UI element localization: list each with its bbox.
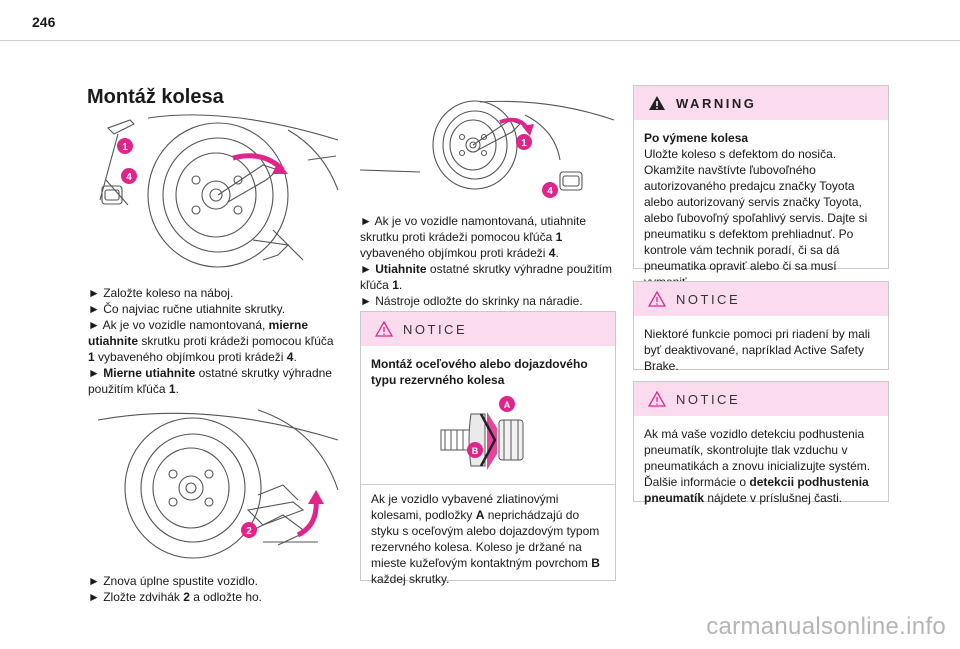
header-divider xyxy=(0,40,960,41)
notice-label: NOTICE xyxy=(676,391,741,407)
step-text: a odložte ho. xyxy=(189,590,263,604)
figure-tighten-bolts: 1 4 xyxy=(360,100,615,202)
step-text: ostatné skrutky výhradne použitím kľúča xyxy=(88,366,332,396)
notice-body: Montáž oceľového alebo dojazdového typu … xyxy=(361,346,615,587)
ref-number: 1 xyxy=(88,350,95,364)
callout-4: 4 xyxy=(126,172,132,183)
notice-text: Ak má vaše vozidlo detekciu podhustenia … xyxy=(644,426,876,506)
bullet: ► xyxy=(360,262,372,276)
page-title: Montáž kolesa xyxy=(87,86,224,108)
figure-jack-removal: 2 xyxy=(88,400,340,560)
emphasis: detekcii podhustenia pneumatík xyxy=(644,475,869,505)
warning-icon xyxy=(649,96,665,110)
notice-text-part: nájdete v príslušnej časti. xyxy=(704,491,843,505)
callout-4: 4 xyxy=(547,186,553,197)
notice-body: Niektoré funkcie pomoci pri riadení by m… xyxy=(634,316,888,374)
notice-text-part: neprichádzajú do styku s oceľovým alebo … xyxy=(371,508,600,570)
step-text: ostatné skrutky výhradne použitím kľúča xyxy=(360,262,612,292)
warning-text: Uložte koleso s defektom do nosiča. Okam… xyxy=(644,147,868,289)
notice-text-part: Ak má vaše vozidlo detekciu podhustenia … xyxy=(644,427,871,489)
ref-number: 4 xyxy=(286,350,294,364)
ref-number: 1 xyxy=(392,278,399,292)
caution-icon xyxy=(648,291,666,307)
notice-header: NOTICE xyxy=(634,282,888,316)
ref-number: 1 xyxy=(168,382,176,396)
step-text: vybaveného objímkou proti krádeži xyxy=(94,350,287,364)
notice-box-tyre-pressure: NOTICE Ak má vaše vozidlo detekciu podhu… xyxy=(633,381,889,505)
step-text: Nástroje odložte do skrinky na náradie. xyxy=(371,294,583,308)
bullet: ► xyxy=(88,302,100,316)
emphasis: mierne utiahnite xyxy=(88,318,309,348)
ref-letter: A xyxy=(475,508,485,522)
notice-label: NOTICE xyxy=(676,291,741,307)
warning-subtitle: Po výmene kolesa xyxy=(644,131,749,145)
ref-letter: B xyxy=(591,556,600,570)
emphasis: Utiahnite xyxy=(375,262,427,276)
notice-body: Ak má vaše vozidlo detekciu podhustenia … xyxy=(634,416,888,506)
notice-label: NOTICE xyxy=(403,321,468,337)
col1-instructions: ► Založte koleso na náboj. ► Čo najviac … xyxy=(88,285,343,397)
notice-text: Niektoré funkcie pomoci pri riadení by m… xyxy=(644,327,871,373)
bullet: ► xyxy=(360,214,372,228)
step-text: . xyxy=(293,350,297,364)
notice-text: Ak je vozidlo vybavené zliatinovými kole… xyxy=(371,491,603,587)
warning-box: WARNING Po výmene kolesa Uložte koleso s… xyxy=(633,85,889,289)
warning-header: WARNING xyxy=(634,86,888,120)
col2-instructions: ► Ak je vo vozidle namontovaná, utiahnit… xyxy=(360,213,616,309)
notice-box-spare-wheel: NOTICE Montáž oceľového alebo dojazdovéh… xyxy=(360,311,616,586)
watermark-footer: carmanualsonline.info xyxy=(706,613,946,640)
callout-1: 1 xyxy=(521,138,527,149)
notice-header: NOTICE xyxy=(361,312,615,346)
callout-2: 2 xyxy=(246,526,252,537)
bullet: ► xyxy=(88,366,100,380)
callout-A: A xyxy=(504,400,511,410)
bullet: ► xyxy=(360,294,372,308)
step-text: . xyxy=(175,382,179,396)
step-text: . xyxy=(555,246,559,260)
notice-divider xyxy=(361,484,615,485)
page-number: 246 xyxy=(32,14,56,30)
step-text: Ak je vo vozidle namontovaná, utiahnite … xyxy=(360,214,587,244)
bullet: ► xyxy=(88,318,100,332)
step-text: Zložte zdvihák xyxy=(99,590,184,604)
notice-box-driving-aids: NOTICE Niektoré funkcie pomoci pri riade… xyxy=(633,281,889,373)
ref-number: 1 xyxy=(555,230,563,244)
ref-number: 2 xyxy=(183,590,190,604)
caution-icon xyxy=(375,321,393,337)
emphasis: Mierne utiahnite xyxy=(103,366,196,380)
col1-final-steps: ► Znova úplne spustite vozidlo. ► Zložte… xyxy=(88,573,343,605)
step-text: Čo najviac ručne utiahnite skrutky. xyxy=(99,302,286,316)
bullet: ► xyxy=(88,286,100,300)
ref-number: 4 xyxy=(548,246,556,260)
notice-text-part: každej skrutky. xyxy=(371,572,450,586)
step-text: skrutku proti krádeži pomocou kľúča xyxy=(138,334,334,348)
bullet: ► xyxy=(88,574,100,588)
step-text: . xyxy=(398,278,403,292)
figure-wheel-mounting: 1 4 xyxy=(88,110,340,270)
notice-header: NOTICE xyxy=(634,382,888,416)
step-text: vybaveného objímkou proti krádeži xyxy=(360,246,549,260)
step-text: Ak je vo vozidle namontovaná, xyxy=(99,318,269,332)
callout-B: B xyxy=(472,446,479,456)
callout-1: 1 xyxy=(122,142,128,153)
figure-bolt-washer: A B xyxy=(371,392,603,484)
warning-body: Po výmene kolesa Uložte koleso s defekto… xyxy=(634,120,888,290)
notice-text-part: Ak je vozidlo vybavené zliatinovými kole… xyxy=(371,492,559,522)
caution-icon xyxy=(648,391,666,407)
warning-label: WARNING xyxy=(676,95,757,111)
step-text: Znova úplne spustite vozidlo. xyxy=(99,574,258,588)
notice-subtitle: Montáž oceľového alebo dojazdového typu … xyxy=(371,357,588,387)
step-text: Založte koleso na náboj. xyxy=(99,286,234,300)
bullet: ► xyxy=(88,590,100,604)
